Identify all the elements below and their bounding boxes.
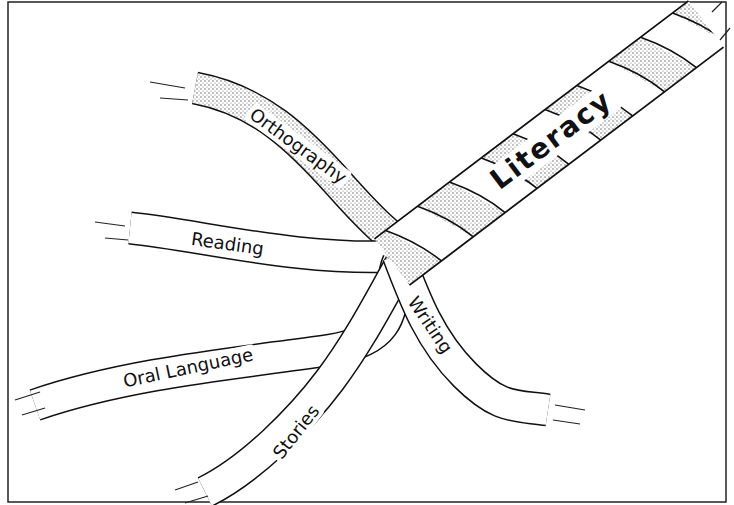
rope-outline	[374, 1, 723, 285]
strand-outline	[195, 88, 405, 248]
strand-fill	[398, 255, 548, 410]
rope-seam	[673, 13, 729, 44]
strand-label: Orthography	[243, 103, 352, 190]
strand-fill	[205, 265, 400, 492]
rope-twist	[609, 37, 697, 92]
rope-body	[374, 1, 723, 285]
rope-twist	[354, 230, 442, 285]
strand-stipple	[195, 88, 405, 248]
strand-outline	[398, 255, 548, 410]
rope-seam	[609, 61, 665, 92]
rope-seam	[641, 37, 697, 68]
strand-outline	[205, 265, 400, 492]
rope-seam	[386, 230, 442, 261]
strand-fill	[195, 88, 405, 248]
rope-seam	[418, 206, 474, 237]
rope-seam	[704, 0, 734, 19]
rope-seam	[354, 255, 410, 286]
rope-twist	[418, 182, 506, 237]
